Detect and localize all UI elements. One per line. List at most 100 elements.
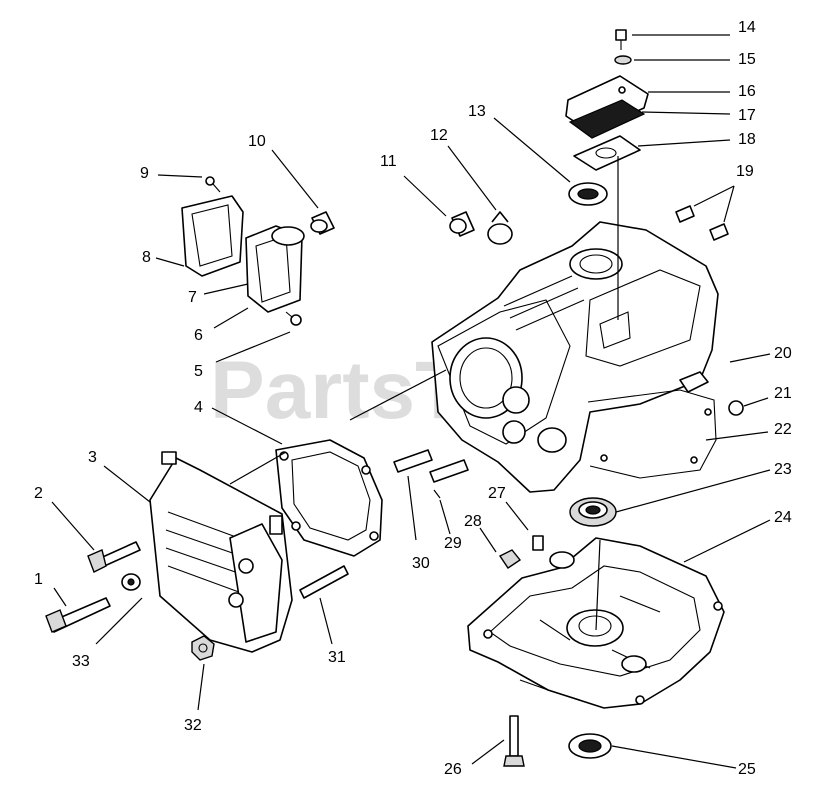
washer-15-disk <box>614 55 632 65</box>
callout-24: 24 <box>774 509 792 526</box>
callout-27: 27 <box>488 485 506 502</box>
callout-3: 3 <box>88 449 97 466</box>
gasket-22-hole-3 <box>704 408 712 416</box>
leader-18 <box>637 139 731 147</box>
leader-17 <box>641 111 731 115</box>
seal-boss-top <box>569 248 623 280</box>
leader-21 <box>743 397 769 407</box>
cover-plate-16-hole <box>618 86 626 94</box>
crankcase-window <box>599 311 631 349</box>
oil-seal-25 <box>568 733 612 759</box>
dowel-pin-30-body <box>393 449 433 473</box>
callout-23: 23 <box>774 461 792 478</box>
cap-12-clip <box>491 211 509 223</box>
cylinder-head-port-upper <box>238 558 254 574</box>
sump-center-bore <box>578 615 612 637</box>
callout-28: 28 <box>464 513 482 530</box>
breather-gasket <box>181 195 244 277</box>
gasket-22-hole-2 <box>690 456 698 464</box>
sump-drain-boss <box>621 655 647 673</box>
callout-12: 12 <box>430 127 448 144</box>
leader-22 <box>705 431 769 441</box>
sump-hole-1 <box>483 629 493 639</box>
head-gasket-outline <box>275 439 383 557</box>
head-gasket-hole-4 <box>291 521 301 531</box>
callout-33: 33 <box>72 653 90 670</box>
washer-33-hole <box>127 578 135 586</box>
crankcase-block <box>431 221 719 493</box>
leader-25 <box>611 745 737 769</box>
cap-12-body <box>487 223 513 245</box>
callout-20: 20 <box>774 345 792 362</box>
crankcase-side-face <box>585 269 701 367</box>
cylinder-head-boss <box>269 515 283 535</box>
cylinder-bore-inner <box>459 347 513 409</box>
gasket-22-outline <box>587 389 717 479</box>
leader-11 <box>403 175 447 217</box>
dowel-19a <box>675 205 695 223</box>
leader-head-to-block <box>349 369 447 421</box>
nut-32-bore <box>198 643 208 653</box>
fitting-27 <box>532 535 544 551</box>
leader-32 <box>197 663 205 711</box>
callout-11: 11 <box>380 153 397 170</box>
callout-29: 29 <box>444 535 462 552</box>
head-bolt-1-head <box>45 609 67 633</box>
leader-6 <box>213 307 249 329</box>
oil-seal-25-bore <box>578 739 602 753</box>
cylinder-head-tab <box>161 451 177 465</box>
head-gasket-hole-2 <box>361 465 371 475</box>
head-gasket-bore <box>291 451 371 541</box>
sump-inner-wall <box>489 565 701 677</box>
breather-screw-9-shank <box>212 183 221 193</box>
sump-flange <box>519 679 581 701</box>
fitting-27-body <box>532 535 544 551</box>
dowel-pin-30 <box>393 449 433 473</box>
gasket-22 <box>587 389 717 479</box>
leader-20 <box>729 353 771 363</box>
cylinder-barrel <box>437 299 571 445</box>
breather-assembly <box>181 176 305 326</box>
plate-18-body <box>573 135 641 171</box>
leader-3 <box>103 465 151 503</box>
gasket-17-body <box>568 99 646 139</box>
leader-10 <box>271 149 319 209</box>
leader-1 <box>53 587 67 607</box>
plug-11 <box>449 211 475 237</box>
stud-31 <box>299 565 349 599</box>
head-bolt-2 <box>87 541 141 573</box>
screw-14-head <box>615 29 627 41</box>
head-bolt-1 <box>45 597 111 633</box>
callout-32: 32 <box>184 717 202 734</box>
fitting-28 <box>498 549 522 569</box>
leader-19a <box>693 185 735 207</box>
head-gasket-hole-3 <box>369 531 379 541</box>
leader-13 <box>493 117 571 183</box>
plate-18 <box>573 135 641 171</box>
leader-12 <box>447 145 497 211</box>
callout-16: 16 <box>738 83 756 100</box>
sump-hole-2 <box>713 601 723 611</box>
cylinder-head <box>149 451 293 653</box>
bolt-26-shank <box>509 715 519 757</box>
head-gasket <box>275 439 383 557</box>
plug-21-body <box>728 400 744 416</box>
dowel-19b-body <box>709 223 729 241</box>
leader-2 <box>51 501 95 551</box>
callout-8: 8 <box>142 249 151 266</box>
fitting-28-body <box>498 549 522 569</box>
gasket-22-hole-1 <box>600 454 608 462</box>
leader-head-to-gasket <box>229 451 287 485</box>
leader-29 <box>433 489 441 499</box>
leader-26 <box>471 739 505 765</box>
callout-7: 7 <box>188 289 197 306</box>
callout-30: 30 <box>412 555 430 572</box>
callout-26: 26 <box>444 761 462 778</box>
callout-15: 15 <box>738 51 756 68</box>
callout-10: 10 <box>248 133 266 150</box>
breather-screw-5 <box>290 314 302 326</box>
sump-upper-boss <box>549 551 575 569</box>
sump-center-boss <box>566 609 624 647</box>
breather-screw-5-shank <box>285 311 293 318</box>
callout-19: 19 <box>736 163 754 180</box>
